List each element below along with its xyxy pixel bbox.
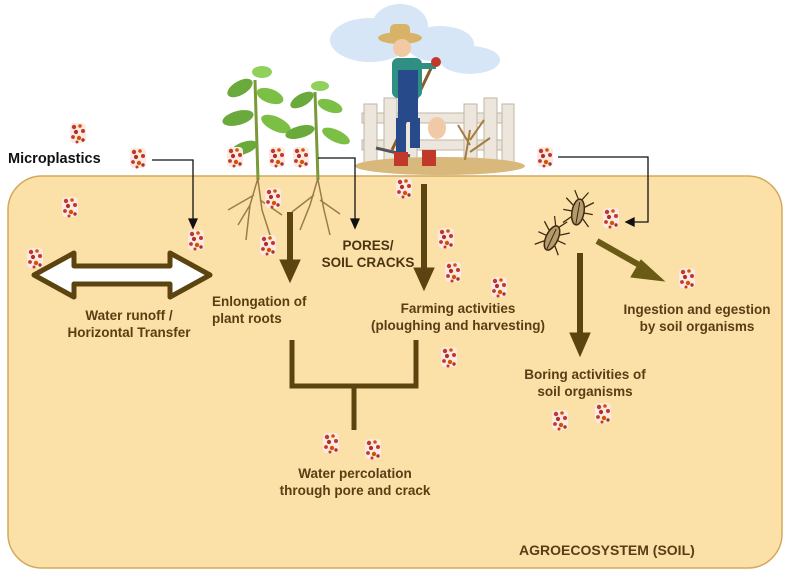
ingestion-line2: by soil organisms — [639, 319, 755, 334]
boring-line2: soil organisms — [537, 384, 633, 399]
percolation-bracket — [289, 340, 419, 430]
pores-label-line1: PORES/ — [342, 238, 394, 253]
boring-label: Boring activities of soil organisms — [510, 366, 660, 400]
ingestion-arrow — [595, 238, 666, 282]
horizontal-transfer-arrow — [31, 250, 213, 300]
pores-label: PORES/ SOIL CRACKS — [318, 237, 418, 271]
percolation-line2: through pore and crack — [279, 483, 431, 498]
percolation-label: Water percolation through pore and crack — [270, 465, 440, 499]
farming-label: Farming activities (ploughing and harves… — [368, 300, 548, 334]
soil-mound — [355, 157, 525, 175]
water-runoff-label: Water runoff / Horizontal Transfer — [44, 307, 214, 341]
agroecosystem-label: AGROECOSYSTEM (SOIL) — [519, 542, 695, 558]
farmer-raking-icon — [375, 24, 446, 166]
boring-line1: Boring activities of — [524, 367, 646, 382]
plant-with-roots-icon — [285, 81, 350, 236]
water-runoff-line1: Water runoff / — [85, 308, 173, 323]
farming-arrow — [413, 184, 435, 292]
soil-region — [7, 175, 783, 569]
dry-bush-icon — [457, 119, 491, 161]
boring-arrow — [569, 253, 591, 358]
water-runoff-line2: Horizontal Transfer — [67, 325, 191, 340]
farming-line2: (ploughing and harvesting) — [371, 318, 545, 333]
root-elongation-label: Enlongation of plant roots — [212, 293, 322, 327]
percolation-line1: Water percolation — [298, 466, 412, 481]
root-elongation-line2: plant roots — [212, 311, 282, 326]
microplastics-label: Microplastics — [8, 151, 101, 167]
root-elongation-arrow — [279, 212, 301, 284]
ingestion-line1: Ingestion and egestion — [623, 302, 771, 317]
connector-lines — [152, 156, 649, 230]
farming-line1: Farming activities — [400, 301, 516, 316]
ingestion-label: Ingestion and egestion by soil organisms — [612, 301, 782, 335]
pores-label-line2: SOIL CRACKS — [321, 255, 415, 270]
root-elongation-line1: Enlongation of — [212, 294, 307, 309]
